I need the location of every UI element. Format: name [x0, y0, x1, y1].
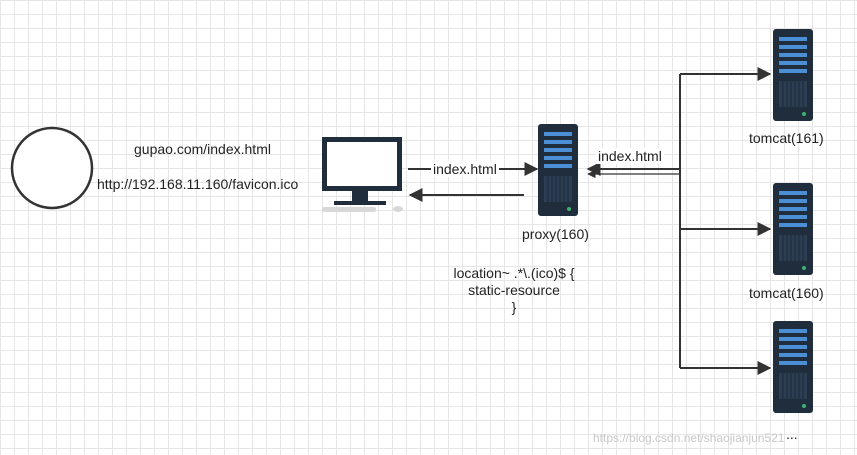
client-to-proxy-edge-label: index.html	[431, 161, 499, 177]
favicon-url-label: http://192.168.11.160/favicon.ico	[97, 176, 299, 192]
client-node	[10, 126, 94, 210]
tomcat-161-label: tomcat(161)	[749, 130, 824, 146]
tomcat-160-server-icon	[772, 182, 814, 276]
tomcat-160-label: tomcat(160)	[749, 285, 824, 301]
request-url-label: gupao.com/index.html	[134, 141, 271, 157]
tomcat-more-server-icon	[772, 320, 814, 414]
proxy-server-icon	[537, 123, 579, 217]
tomcat-161-server-icon	[772, 28, 814, 122]
watermark: https://blog.csdn.net/shaojianjun521	[593, 431, 785, 445]
rule-line-1: location~ .*\.(ico)$ {	[453, 265, 575, 281]
tomcat-more-label: ...	[786, 426, 798, 442]
proxy-label: proxy(160)	[522, 226, 589, 242]
computer-icon	[322, 137, 403, 212]
rule-line-3: }	[511, 299, 517, 315]
rule-line-2: static-resource	[468, 282, 560, 298]
proxy-to-tomcat-edge-label: index.html	[596, 148, 664, 164]
proxy-location-rule: location~ .*\.(ico)$ { static-resource }	[424, 265, 604, 316]
